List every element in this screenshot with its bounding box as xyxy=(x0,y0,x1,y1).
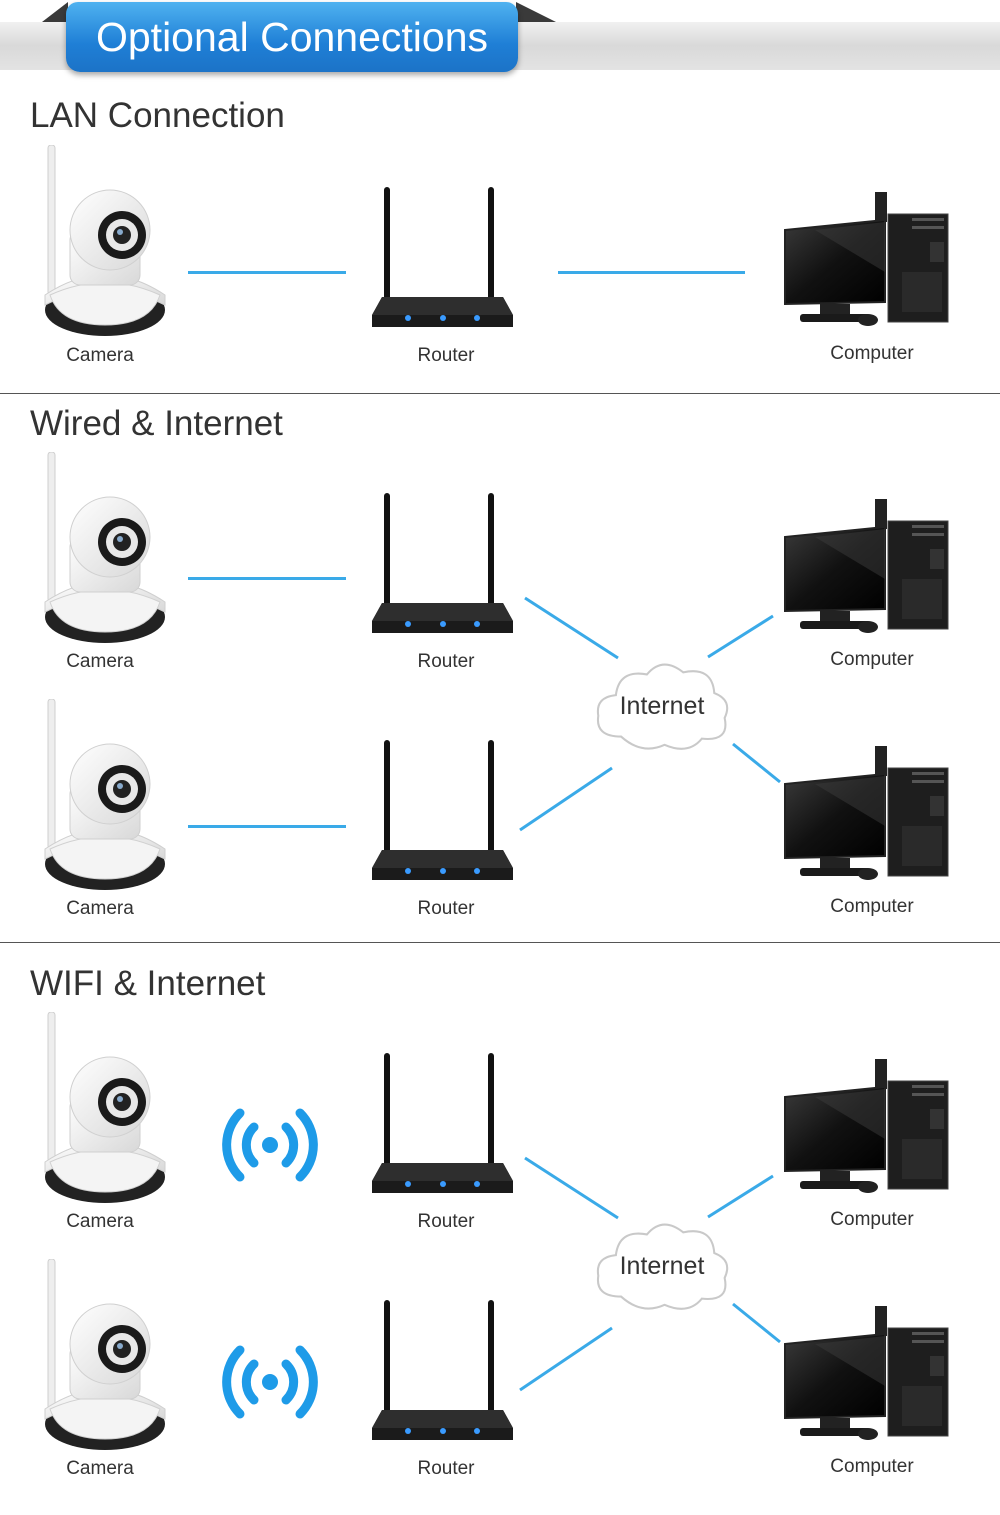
link-line xyxy=(519,1326,613,1392)
cable-line xyxy=(188,271,346,274)
router-icon xyxy=(370,1300,515,1445)
banner-tab xyxy=(66,2,518,72)
router-label: Router xyxy=(417,898,475,919)
router-label: Router xyxy=(417,345,475,366)
link-line xyxy=(707,1174,774,1219)
cable-line xyxy=(188,825,346,828)
internet-label: Internet xyxy=(619,692,705,720)
computer-icon xyxy=(780,1059,950,1199)
banner-fold-left xyxy=(42,2,68,22)
link-line xyxy=(732,742,781,784)
cable-line xyxy=(558,271,745,274)
section-title-wifi: WIFI & Internet xyxy=(30,964,266,1003)
router-label: Router xyxy=(417,1211,475,1232)
camera-icon xyxy=(40,1259,170,1454)
link-line xyxy=(524,596,619,660)
computer-label: Computer xyxy=(830,896,914,917)
camera-icon xyxy=(40,699,170,894)
computer-label: Computer xyxy=(830,649,914,670)
camera-label: Camera xyxy=(66,651,134,672)
section-divider xyxy=(0,393,1000,394)
router-label: Router xyxy=(417,1458,475,1479)
router-icon xyxy=(370,1053,515,1198)
banner-fold-right xyxy=(516,2,556,22)
computer-label: Computer xyxy=(830,1209,914,1230)
router-icon xyxy=(370,740,515,885)
camera-label: Camera xyxy=(66,898,134,919)
section-title-lan: LAN Connection xyxy=(30,96,285,135)
camera-label: Camera xyxy=(66,345,134,366)
cable-line xyxy=(188,577,346,580)
section-divider xyxy=(0,942,1000,943)
wifi-signal-icon xyxy=(220,1105,320,1185)
camera-label: Camera xyxy=(66,1458,134,1479)
router-label: Router xyxy=(417,651,475,672)
link-line xyxy=(524,1156,619,1220)
computer-icon xyxy=(780,1306,950,1446)
camera-icon xyxy=(40,1012,170,1207)
computer-icon xyxy=(780,746,950,886)
camera-label: Camera xyxy=(66,1211,134,1232)
computer-label: Computer xyxy=(830,343,914,364)
link-line xyxy=(519,766,613,832)
internet-label: Internet xyxy=(619,1252,705,1280)
link-line xyxy=(707,614,774,659)
banner-title: Optional Connections xyxy=(95,14,489,60)
link-line xyxy=(732,1302,781,1344)
section-title-wired: Wired & Internet xyxy=(30,404,283,443)
computer-label: Computer xyxy=(830,1456,914,1477)
wifi-signal-icon xyxy=(220,1342,320,1422)
